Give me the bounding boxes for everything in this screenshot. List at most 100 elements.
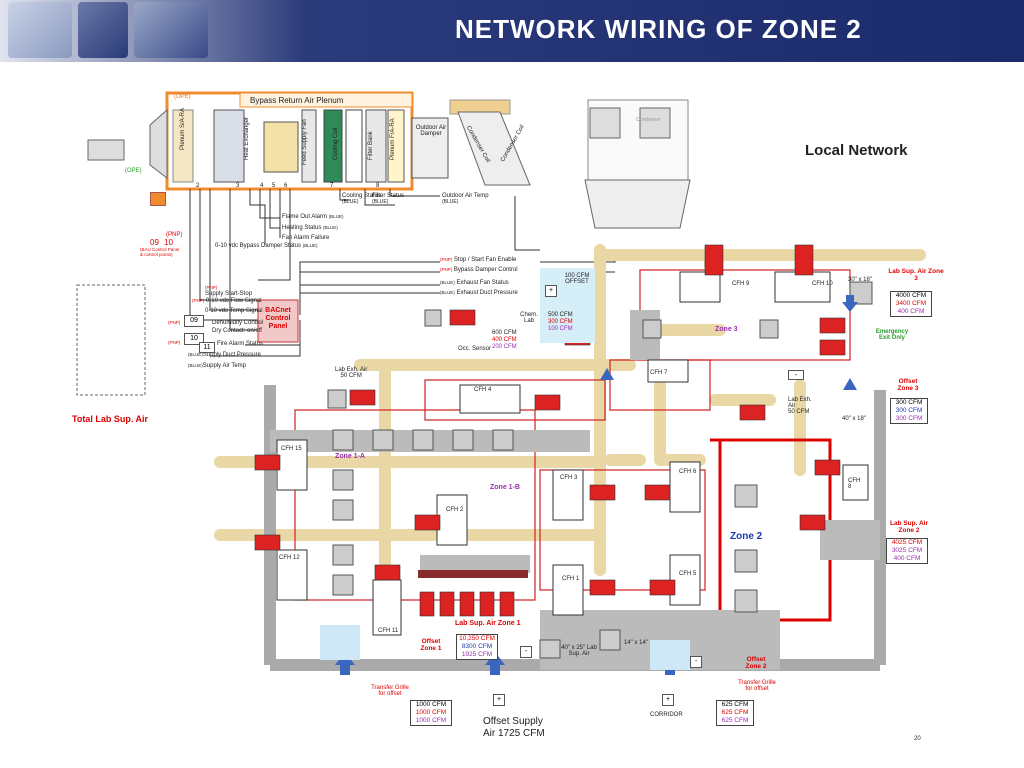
transfer-grille-left <box>320 625 360 660</box>
cfh-5: CFH 5 <box>679 571 697 577</box>
left-duct <box>76 284 146 396</box>
bms-panel-id: 09 <box>150 238 159 247</box>
minus-box-1: - <box>520 646 532 658</box>
bms-panel-id-2: 10 <box>164 238 173 247</box>
ahu-heat-exchanger: Heat Exchanger <box>244 116 250 160</box>
left-device <box>87 139 125 161</box>
chem-lab-area <box>540 268 595 343</box>
signal-stop-start-fan: (PNP) Stop / Start Fan Enable <box>440 257 517 263</box>
lab-sup-air-zone1: Lab Sup. Air Zone 1 <box>455 620 521 627</box>
cfh-9: CFH 9 <box>732 281 750 287</box>
chem-lab-offset: 100 CFM OFFSET <box>564 273 590 285</box>
filter-status: Filter Status(BLUE) <box>372 193 405 205</box>
page-title: NETWORK WIRING OF ZONE 2 <box>455 14 862 44</box>
signal-dry-contact: Dry Contact: on/off <box>212 328 262 334</box>
signal-flow: (PNP) 0-10 vdc Flow Signal <box>192 298 262 304</box>
cfh-8: CFH 8 <box>848 478 861 490</box>
ahu-node-8: 8 <box>376 183 380 189</box>
signal-exhaust-fan-status: (BLUE) Exhaust Fan Status <box>440 280 509 286</box>
ahu-tag-1: (OPE) <box>174 94 191 100</box>
emergency-exit: Emergency Exit Only <box>875 329 909 341</box>
plus-box-2: + <box>662 694 674 706</box>
signal-supply-start-stop: (PNP)Supply Start-Stop <box>205 285 253 297</box>
ahu-tag-2: (OPE) <box>125 168 142 174</box>
signal-supply-duct-pressure: (BLUE)Supply Duct Pressure <box>188 352 261 358</box>
cfh-7: CFH 7 <box>650 370 668 376</box>
cfh-4: CFH 4 <box>474 387 492 393</box>
zone-2: Zone 2 <box>728 531 765 542</box>
lab-photo-1 <box>8 2 72 58</box>
ahu-feed-supply-fan: Feed Supply Fan <box>302 119 308 165</box>
cfh-2: CFH 2 <box>446 507 464 513</box>
offset-zone1-label: Offset Zone 1 <box>418 638 444 652</box>
lab-photo-2 <box>78 2 128 58</box>
ahu-outdoor-air-damper: Outdoor Air Damper <box>415 125 447 137</box>
signal-fire-alarm: (PNP) <box>168 340 181 345</box>
signal-flame-out: Flame Out Alarm (BLUE) <box>282 214 344 220</box>
bms-controller-icon <box>150 192 166 206</box>
ahu-node-6: 6 <box>284 183 288 189</box>
supply-strip <box>418 570 528 578</box>
plus-box-1: + <box>493 694 505 706</box>
header-banner: NETWORK WIRING OF ZONE 2 <box>0 0 1024 62</box>
cfh-1: CFH 1 <box>562 576 580 582</box>
total-lab-sup-air: Total Lab Sup. Air <box>72 414 148 424</box>
signal-heating-status: Heating Status (BLUE) <box>282 225 338 231</box>
cfh-10: CFH 10 <box>812 281 833 287</box>
lab-sup-zone2-label: Lab Sup. Air Zone 2 <box>889 520 929 534</box>
ahu-plenum-sa: Plenum S/A-RA <box>180 107 186 150</box>
ahu-node-4: 4 <box>260 183 264 189</box>
cooling-status: Cooling Status(BLUE) <box>342 193 382 205</box>
chem-lab-plus: + <box>545 285 557 297</box>
bacnet-panel <box>257 299 299 343</box>
chem-lab-label: Chem. Lab <box>520 312 538 324</box>
zone2-outline <box>710 438 832 622</box>
signal-dehumidify: (PNP) <box>168 320 181 325</box>
panel-id-11: 11 <box>199 342 215 353</box>
cfh-12: CFH 12 <box>279 555 300 561</box>
local-network-label: Local Network <box>805 142 908 159</box>
lab-photo-3 <box>134 2 208 58</box>
corridor: CORRIDOR <box>650 712 683 718</box>
occ-sensor: Occ. Sensor <box>458 346 492 352</box>
cfh-15: CFH 15 <box>281 446 302 452</box>
ahu-unit <box>149 91 531 191</box>
ahu-node-2: 2 <box>196 183 200 189</box>
cfh-11: CFH 11 <box>378 628 399 634</box>
signal-fan-alarm: Fan Alarm Failure <box>282 235 330 241</box>
lab-sup-zone3-label: Lab Sup. Air Zone 3 <box>888 268 944 282</box>
bms-panel-label: (BAU Control Panel & control points) <box>140 247 180 257</box>
transfer-grille-2: Transfer Grille for offset <box>738 680 776 692</box>
cfh-6: CFH 6 <box>679 469 697 475</box>
cooling-tower <box>584 99 691 229</box>
transfer-grille-right <box>650 640 690 670</box>
minus-box-2: - <box>690 656 702 668</box>
ahu-filter-bank: Filter Bank <box>368 131 374 160</box>
ahu-bypass-label: Bypass Return Air Plenum <box>250 96 344 105</box>
control-wires <box>189 189 616 357</box>
zone-3: Zone 3 <box>715 326 738 333</box>
signal-exhaust-duct-pressure: (BLUE) Exhaust Duct Pressure <box>440 290 518 296</box>
fume-hoods <box>276 271 869 636</box>
offset-zone2-label: Offset Zone 2 <box>745 656 767 670</box>
ahu-node-3: 3 <box>236 183 240 189</box>
zone-outlines <box>294 269 851 601</box>
offset-zone3-dim: 40" x 18" <box>842 416 866 422</box>
page-number: 20 <box>914 736 921 742</box>
outdoor-air-temp: Outdoor Air Temp(BLUE) <box>442 193 489 205</box>
signal-bypass-damper-status: 0-10 vdc Bypass Damper Status (BLUE) <box>215 243 318 249</box>
signal-temp: 0-10 vdc Temp Signal <box>205 308 263 314</box>
lab-sup-zone3-dim: 30" x 18" <box>848 277 872 283</box>
exhaust-valves <box>254 244 846 617</box>
signal-bypass-damper-control: (PNP) Bypass Damper Control <box>440 267 518 273</box>
